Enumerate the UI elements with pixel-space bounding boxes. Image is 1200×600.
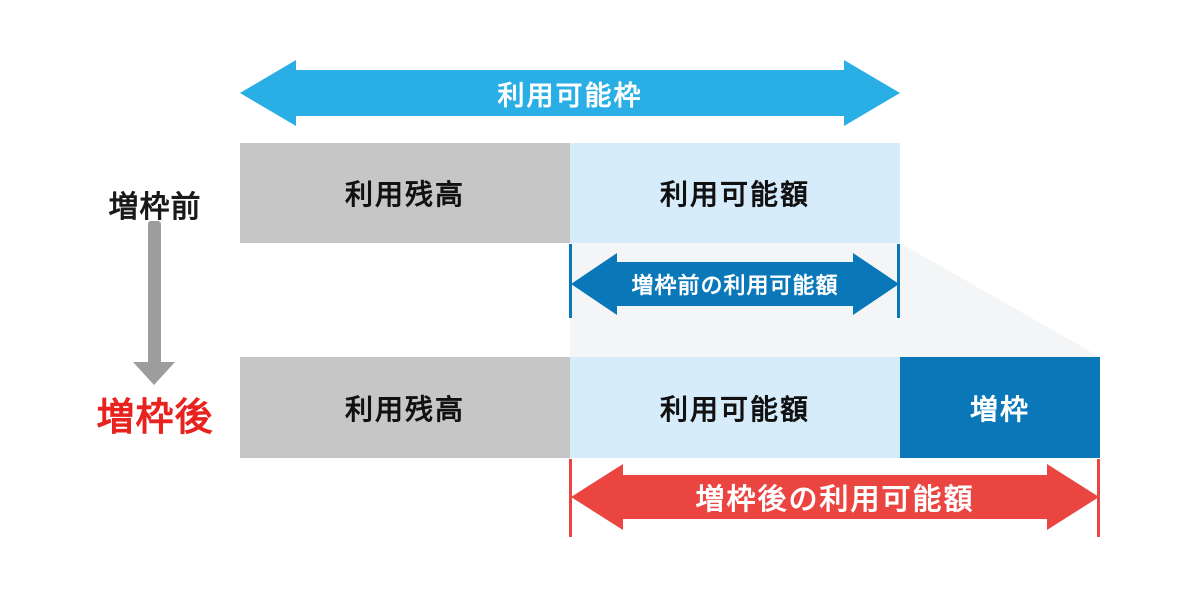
arrow-left-head-icon bbox=[240, 60, 296, 126]
before-balance-bar: 利用残高 bbox=[240, 143, 570, 243]
arrow-right-head-icon bbox=[844, 60, 900, 126]
after-balance-label: 利用残高 bbox=[344, 393, 465, 425]
arrow-right-head-icon bbox=[853, 253, 899, 315]
before-range-tick-left bbox=[569, 244, 572, 318]
after-available-label: 利用可能額 bbox=[659, 393, 810, 425]
arrow-right-head-icon bbox=[1047, 464, 1099, 530]
total-limit-label: 利用可能枠 bbox=[497, 80, 643, 111]
before-row-label: 増枠前 bbox=[108, 191, 202, 224]
after-available-bar: 利用可能額 bbox=[570, 357, 900, 458]
arrow-left-head-icon bbox=[571, 464, 623, 530]
arrow-shaft bbox=[615, 262, 855, 306]
before-balance-label: 利用残高 bbox=[344, 179, 465, 210]
after-available-range-label: 増枠後の利用可能額 bbox=[695, 484, 975, 516]
down-arrow-head-icon bbox=[133, 362, 175, 385]
after-range-tick-left bbox=[569, 459, 572, 537]
after-increase-bar: 増枠 bbox=[900, 357, 1100, 458]
after-increase-label: 増枠 bbox=[969, 393, 1030, 425]
arrow-shaft bbox=[621, 475, 1049, 519]
arrow-shaft bbox=[294, 70, 846, 116]
after-row-label: 増枠後 bbox=[96, 397, 214, 439]
down-arrow-shaft bbox=[148, 221, 161, 362]
before-available-bar: 利用可能額 bbox=[570, 143, 900, 243]
arrow-left-head-icon bbox=[571, 253, 617, 315]
before-available-range-label: 増枠前の利用可能額 bbox=[631, 273, 839, 298]
after-available-range-arrow: 増枠後の利用可能額 bbox=[571, 464, 1099, 530]
after-balance-bar: 利用残高 bbox=[240, 357, 570, 458]
before-available-label: 利用可能額 bbox=[659, 179, 810, 210]
before-available-range-arrow: 増枠前の利用可能額 bbox=[571, 253, 899, 315]
total-limit-arrow: 利用可能枠 bbox=[240, 60, 900, 126]
